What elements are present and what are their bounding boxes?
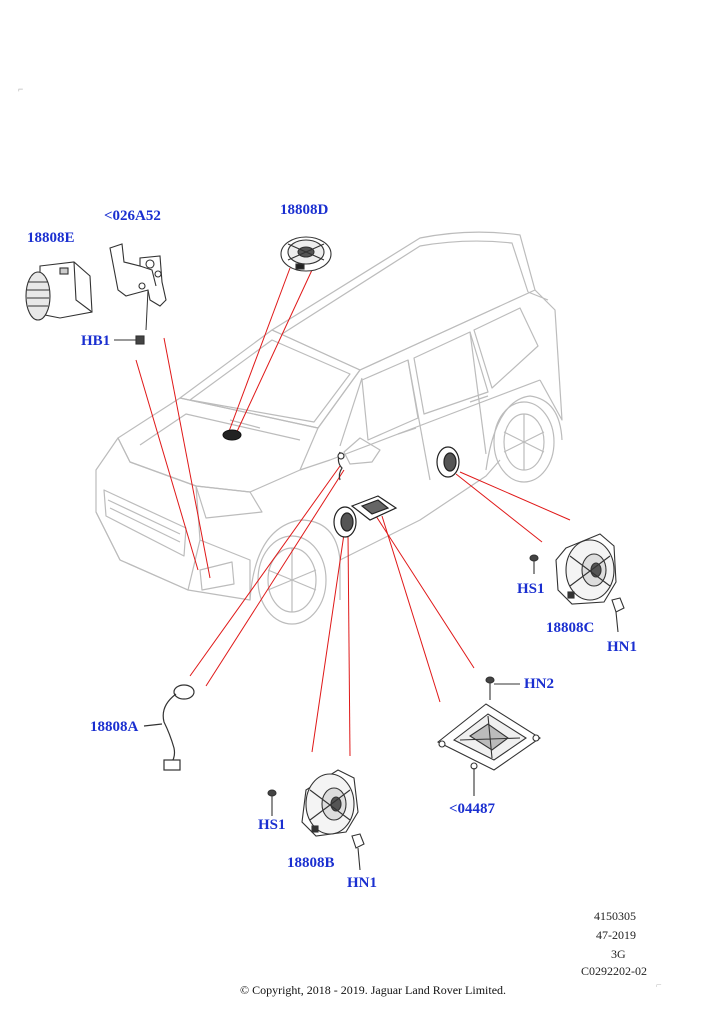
svg-text:⌐: ⌐ [18,84,23,94]
label-18808E[interactable]: 18808E [27,230,75,246]
label-04487[interactable]: <04487 [449,801,496,817]
vehicle-outline [95,231,563,625]
label-18808D[interactable]: 18808D [280,202,329,218]
label-HN1-front[interactable]: HN1 [607,639,637,655]
label-HB1[interactable]: HB1 [81,333,111,349]
label-HS1-front[interactable]: HS1 [517,581,545,597]
diagram-code-1: 4150305 [594,909,636,923]
corner-mark: ⌐ [656,980,662,991]
label-18808B[interactable]: 18808B [287,855,335,871]
diagram-code-3: 3G [611,947,626,961]
label-HN1-rear[interactable]: HN1 [347,875,377,891]
label-026A52[interactable]: <026A52 [104,208,161,224]
label-18808C[interactable]: 18808C [546,620,595,636]
a-pillar-harness-installed [337,451,345,481]
screw-HS1-rear [267,789,277,816]
label-18808A[interactable]: 18808A [90,719,139,735]
bolt-HB1 [114,335,145,345]
nut-HN1-front [611,597,625,633]
front-door-speaker-installed [333,506,357,538]
nut-HN2 [485,676,520,700]
harness-18808A [143,684,195,771]
nut-HN1-rear [351,833,365,871]
diagram-code-4: C0292202-02 [581,964,647,978]
bracket-04487 [436,703,541,796]
leader-lines [135,267,571,757]
label-HN2[interactable]: HN2 [524,676,554,692]
dash-speaker-installed [222,429,242,441]
subwoofer-bracket-installed [350,495,398,521]
tweeter-18808D [280,236,332,272]
speaker-18808B [301,769,359,837]
speaker-18808C [555,533,617,605]
copyright-notice: © Copyright, 2018 - 2019. Jaguar Land Ro… [239,983,507,997]
bracket-026A52 [109,243,167,331]
label-HS1-rear[interactable]: HS1 [258,817,286,833]
diagram-code-2: 47-2019 [596,928,636,942]
speaker-module-18808E [25,261,93,321]
rear-door-speaker-installed [436,446,460,478]
screw-HS1-front [529,554,539,574]
